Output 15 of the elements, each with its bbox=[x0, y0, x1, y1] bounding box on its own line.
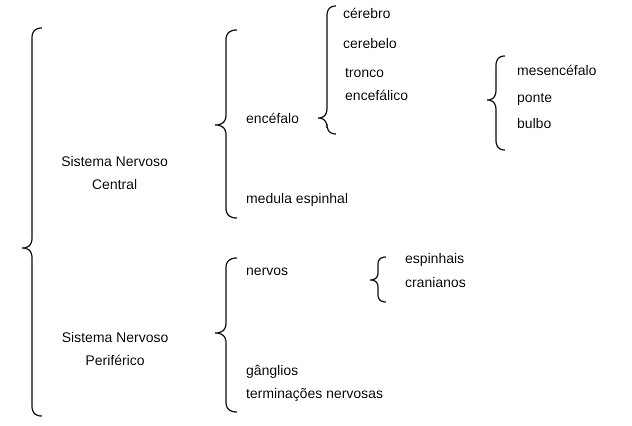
term-label: Sistema Nervoso Central bbox=[60, 152, 169, 194]
term-label: terminações nervosas bbox=[246, 384, 383, 403]
term-label: bulbo bbox=[517, 114, 552, 133]
term-label: medula espinhal bbox=[246, 189, 348, 208]
term-label: cerebelo bbox=[343, 34, 397, 53]
term-label: nervos bbox=[246, 261, 288, 280]
term-label: encéfalo bbox=[246, 109, 299, 128]
term-label: mesencéfalo bbox=[517, 61, 596, 80]
term-label: Sistema Nervoso Periférico bbox=[60, 328, 170, 370]
term-label: tronco encefálico bbox=[345, 63, 410, 105]
term-label: espinhais bbox=[405, 249, 464, 268]
term-label: ponte bbox=[517, 88, 552, 107]
term-label: gânglios bbox=[246, 361, 298, 380]
term-label: cérebro bbox=[343, 4, 390, 23]
term-label: cranianos bbox=[405, 273, 466, 292]
